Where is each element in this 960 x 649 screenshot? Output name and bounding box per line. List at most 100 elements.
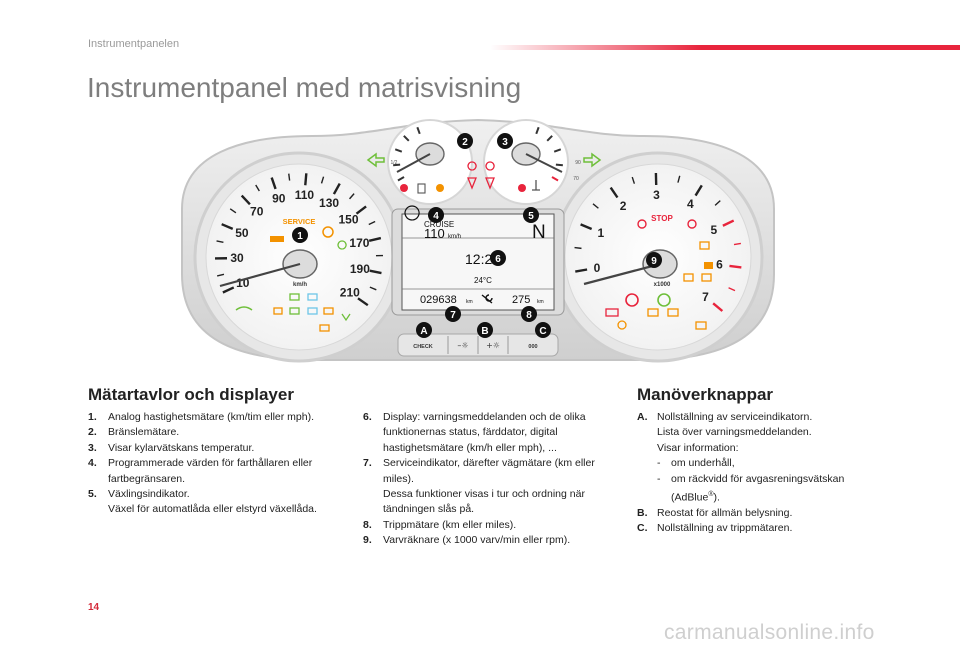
temp-mark-90: 90 xyxy=(575,160,581,166)
list-item: 7.Serviceindikator, därefter vägmätare (… xyxy=(363,457,595,516)
speedometer-tick xyxy=(216,273,225,277)
speedometer-needle xyxy=(219,262,301,288)
speedometer-tick xyxy=(369,286,377,291)
speedometer-tick xyxy=(348,193,355,200)
turn-left-arrow-icon xyxy=(366,152,385,168)
page-number: 14 xyxy=(88,602,100,613)
list-item: 5.Växlingsindikator.Växel för automatlåd… xyxy=(88,488,317,516)
tachometer-tick-label: 1 xyxy=(598,226,605,240)
seatbelt-warning-icon xyxy=(467,161,477,190)
speedometer-tick xyxy=(355,205,367,215)
speedometer-tick xyxy=(320,176,325,184)
callout-6: 6 xyxy=(495,254,501,265)
temperature-gauge-tick xyxy=(546,135,553,142)
temperature-gauge-tick xyxy=(535,126,540,135)
callout-badge xyxy=(457,133,473,149)
fuel-pump-icon xyxy=(417,183,426,194)
indicator-icon xyxy=(657,293,671,307)
center-display-screen xyxy=(401,213,555,311)
indicator-icon xyxy=(667,308,679,317)
indicator-icon xyxy=(687,219,697,229)
controls-list: A. Nollställning av serviceindikatorn. L… xyxy=(637,410,887,537)
display-odometer: 029638 xyxy=(420,294,457,306)
callout-badge xyxy=(490,250,506,266)
gauges-list: 1.Analog hastighetsmätare (km/tim eller … xyxy=(88,410,326,518)
tachometer-tick xyxy=(580,223,593,231)
lamp-icon xyxy=(319,324,330,332)
section-heading-controls: Manöverknappar xyxy=(637,385,774,404)
callout-a: A xyxy=(420,326,427,337)
callout-5: 5 xyxy=(528,211,534,222)
speedometer-tick xyxy=(229,208,237,214)
callout-badge xyxy=(497,133,513,149)
tachometer-tick xyxy=(712,302,724,312)
list-item: B.Reostat för allmän belysning. xyxy=(637,506,793,519)
speedometer-tick xyxy=(255,184,260,192)
speedometer-tick xyxy=(368,220,376,226)
lamp-icon xyxy=(273,307,283,315)
oil-pressure-icon xyxy=(637,219,647,229)
callout-b: B xyxy=(481,326,488,337)
speedometer-tick xyxy=(357,297,369,307)
sub-list-item: -om underhåll, xyxy=(657,457,735,470)
callout-c: C xyxy=(539,326,546,337)
temp-mark-70: 70 xyxy=(573,176,579,182)
tachometer-tick xyxy=(714,200,721,206)
indicator-icon xyxy=(695,321,707,330)
callout-2: 2 xyxy=(462,137,468,148)
tachometer-tick-label: 0 xyxy=(594,261,601,275)
page-title: Instrumentpanel med matrisvisning xyxy=(87,72,522,103)
brake-warning-icon xyxy=(625,293,639,307)
speedometer-tick xyxy=(216,240,224,243)
warning-lamp-icon xyxy=(436,184,444,192)
list-item: 3.Visar kylarvätskans temperatur. xyxy=(88,441,255,454)
cruise-control-icon xyxy=(404,205,420,221)
temperature-gauge-tick xyxy=(551,176,559,182)
list-item: 1.Analog hastighetsmätare (km/tim eller … xyxy=(88,411,314,423)
speedometer-tick-label: 170 xyxy=(349,236,369,250)
tachometer-tick xyxy=(575,268,588,273)
indicator-icon xyxy=(683,273,694,282)
list-item: 4.Programmerade värden för farthållaren … xyxy=(88,457,313,485)
indicator-icon xyxy=(704,262,713,269)
lamp-icon xyxy=(307,293,318,301)
watermark: carmanualsonline.info xyxy=(664,621,875,644)
rpm-unit: x1000 xyxy=(654,282,671,288)
speedometer-tick-label: 130 xyxy=(319,196,339,210)
tyre-pressure-icon xyxy=(322,226,334,238)
list-item: 6.Display: varningsmeddelanden och de ol… xyxy=(363,411,586,454)
dim-plus-label: +☼ xyxy=(486,341,500,350)
tachometer-tick xyxy=(592,203,599,209)
fuel-gauge-tick xyxy=(397,176,405,182)
tachometer-tick-label: 7 xyxy=(702,290,709,304)
temperature-gauge-tick xyxy=(553,148,562,153)
esp-icon xyxy=(235,306,253,311)
speedometer-tick-label: 110 xyxy=(295,188,315,202)
speedometer-tick-label: 90 xyxy=(272,191,286,205)
header-accent-bar xyxy=(490,45,960,50)
speedometer-tick xyxy=(304,173,308,186)
speedometer-tick-label: 190 xyxy=(350,262,370,276)
display-odometer-unit: km xyxy=(466,299,473,305)
sub-list-item: -om räckvidd för avgasreningsvätskan (Ad… xyxy=(657,472,845,504)
callout-badge xyxy=(445,306,461,322)
callout-badge xyxy=(521,306,537,322)
fuel-gauge-tick xyxy=(393,163,401,167)
tachometer-tick-label: 3 xyxy=(653,188,660,202)
adblue-icon xyxy=(270,236,284,242)
lamp-icon xyxy=(289,307,300,315)
dim-minus-label: –☼ xyxy=(457,341,468,350)
display-cruise-unit: km/h xyxy=(448,234,461,240)
display-cruise-label: CRUISE xyxy=(424,220,454,229)
speedometer-tick xyxy=(369,269,382,275)
service-label: SERVICE xyxy=(283,217,316,226)
speedometer-tick xyxy=(368,236,382,242)
warning-lamp-icon xyxy=(400,184,408,192)
callout-badge xyxy=(416,322,432,338)
warning-lamp-icon xyxy=(518,184,526,192)
callout-badge xyxy=(292,227,308,243)
speedometer-tick-label: 50 xyxy=(235,226,249,240)
speedometer-tick-label: 30 xyxy=(230,251,244,265)
tachometer-tick xyxy=(729,264,742,269)
